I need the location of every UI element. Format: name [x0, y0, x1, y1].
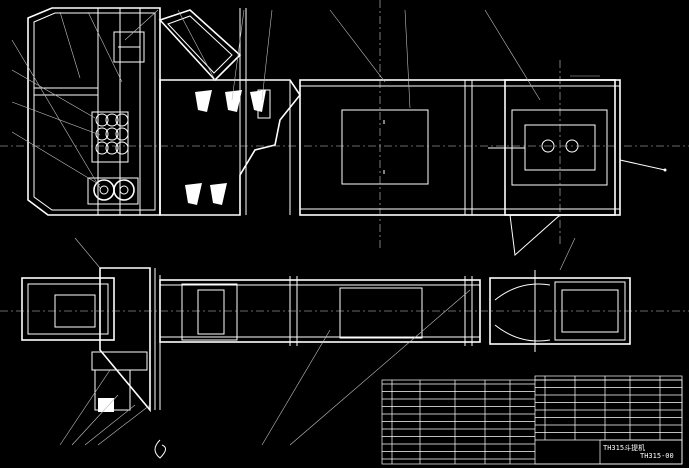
plan-section-box — [181, 283, 238, 341]
plan-section-inner — [197, 289, 225, 335]
gear-wheel — [105, 113, 119, 127]
leader-callouts-top — [11, 9, 600, 189]
gear-wheel — [105, 127, 119, 141]
head-plan-frame — [21, 277, 115, 341]
support-leg — [509, 214, 561, 257]
drawing-number: TH315-00 — [640, 452, 674, 460]
drive-pulley-hub — [99, 185, 109, 195]
leader-line — [11, 69, 96, 119]
bucket — [210, 183, 227, 205]
leader-line — [59, 369, 111, 446]
reducer-frame — [91, 351, 148, 371]
leader-line — [177, 9, 216, 81]
leader-line — [84, 404, 136, 446]
leader-line — [231, 9, 245, 101]
tail-pulley — [541, 139, 555, 153]
gear-wheel — [105, 141, 119, 155]
leader-line — [261, 9, 273, 101]
leader-line — [11, 39, 101, 189]
head-plan-inner — [27, 283, 109, 335]
take-up-rod — [619, 159, 666, 171]
drive-pulley-hub — [119, 185, 129, 195]
head-housing-inner — [33, 12, 156, 211]
leader-callouts-bottom — [59, 237, 576, 446]
inspection-door — [113, 31, 145, 63]
leader-line — [559, 237, 576, 271]
leader-line — [11, 131, 101, 186]
leader-line — [261, 329, 331, 446]
gear-wheel — [115, 113, 129, 127]
leader-line — [11, 101, 101, 136]
tension-bolt — [257, 89, 271, 119]
plan-view — [0, 267, 689, 459]
leader-line — [404, 9, 411, 109]
trunk-inspection-window — [341, 109, 429, 185]
partial-name-text: TH315斗提机 — [603, 443, 645, 452]
boot-plan-curve — [494, 324, 551, 342]
motor-block — [98, 398, 114, 412]
leader-line — [74, 237, 101, 269]
trunk-casing — [299, 79, 621, 216]
gearbox-frame — [91, 111, 129, 163]
bom-rows — [382, 376, 682, 464]
head-plan-hood — [99, 267, 151, 413]
boot-frame — [511, 109, 608, 186]
bucket — [225, 90, 242, 112]
discharge-chute — [158, 9, 242, 82]
leader-line — [87, 11, 123, 83]
boot-plan-curve — [494, 283, 551, 301]
leader-line — [289, 289, 471, 446]
leader-line — [59, 11, 81, 79]
gear-wheel — [95, 113, 109, 127]
leader-line — [97, 404, 151, 446]
leader-line — [329, 9, 386, 83]
rod-end — [663, 168, 667, 172]
gear-wheel — [115, 127, 129, 141]
title-block: TH315斗提机 TH315-00 — [381, 375, 683, 465]
swirl-mark — [154, 439, 166, 459]
gear-wheel — [115, 141, 129, 155]
title-cell — [599, 439, 683, 465]
drive-pulley — [113, 179, 135, 201]
leader-line — [71, 394, 119, 446]
front-elevation-view — [0, 0, 689, 257]
leader-line — [124, 9, 159, 41]
bucket — [185, 183, 202, 205]
gear-wheel — [95, 127, 109, 141]
leader-line — [484, 9, 541, 101]
motor-base — [87, 177, 139, 205]
bucket — [195, 90, 212, 112]
hopper-body — [159, 79, 301, 216]
plan-inspection-window — [339, 287, 423, 339]
gear-wheel — [95, 141, 109, 155]
